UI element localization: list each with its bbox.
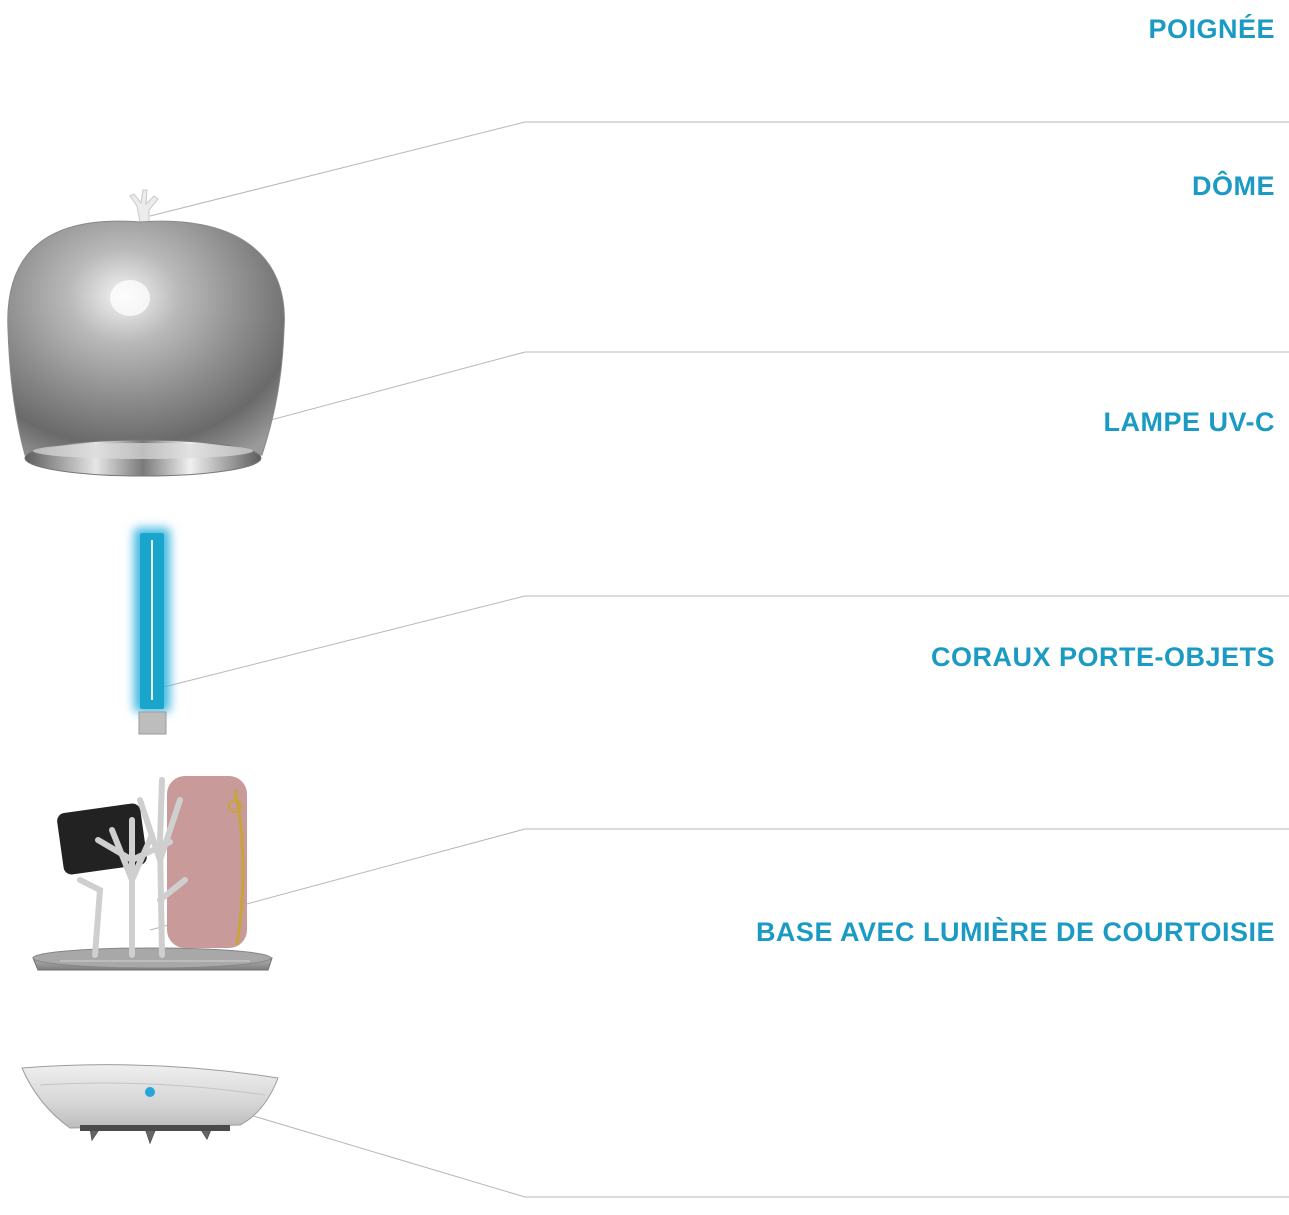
dome-shell: [7, 220, 285, 456]
leader-line-uv-lamp: [151, 595, 1289, 691]
pouch-object: [167, 776, 247, 948]
uv-lamp-component: [134, 528, 170, 735]
uv-lamp-socket: [138, 711, 167, 735]
label-uv-lamp: LAMPE UV-C: [1103, 407, 1275, 437]
label-base: BASE AVEC LUMIÈRE DE COURTOISIE: [755, 917, 1275, 947]
base-component: [21, 1064, 279, 1145]
label-handle: POIGNÉE: [1148, 14, 1275, 44]
dome-component: [7, 189, 285, 477]
coral-tree-icon: [77, 777, 188, 958]
corals-component: [32, 776, 273, 971]
zipper: [233, 789, 245, 946]
leader-line-base: [249, 1114, 1289, 1198]
leader-line-dome: [139, 351, 1289, 456]
label-corals: CORAUX PORTE-OBJETS: [930, 642, 1275, 672]
label-dome: DÔME: [1192, 171, 1275, 201]
handle-coral-icon: [129, 189, 159, 223]
dome-highlight: [110, 280, 150, 316]
leader-line-handle: [149, 121, 1289, 217]
courtesy-light-icon: [145, 1087, 155, 1097]
leader-line-corals: [149, 828, 1289, 931]
